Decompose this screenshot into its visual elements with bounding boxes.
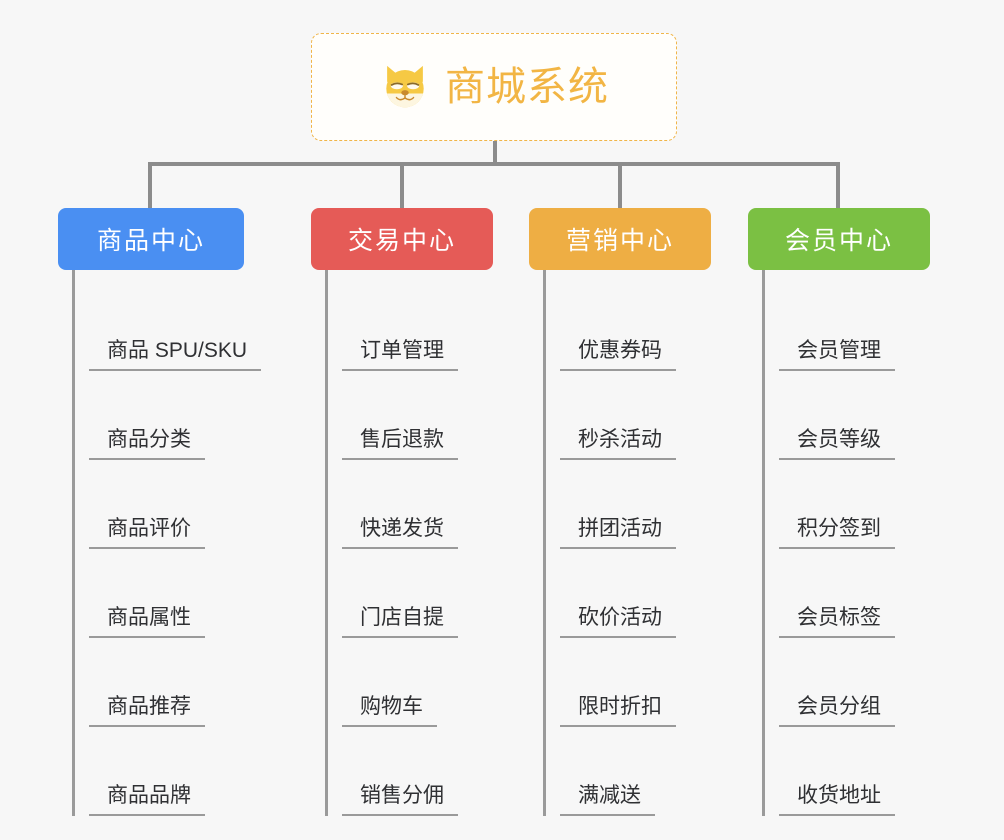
leaf-item[interactable]: 秒杀活动 [560,371,711,460]
leaf-label: 门店自提 [342,606,458,638]
leaf-item[interactable]: 门店自提 [342,549,493,638]
category-card-trade-center[interactable]: 交易中心 [311,208,493,270]
category-card-member-center[interactable]: 会员中心 [748,208,930,270]
leaf-item[interactable]: 商品分类 [89,371,261,460]
leaf-item[interactable]: 积分签到 [779,460,930,549]
leaf-label: 收货地址 [779,784,895,816]
root-node-title: 商城系统 [445,65,609,109]
leaf-item[interactable]: 商品属性 [89,549,261,638]
leaf-item[interactable]: 订单管理 [342,282,493,371]
branch-column-marketing: 营销中心 优惠券码 秒杀活动 拼团活动 砍价活动 限时折扣 满减送 [529,208,711,816]
branch-trunk-marketing: 优惠券码 秒杀活动 拼团活动 砍价活动 限时折扣 满减送 [543,270,711,816]
leaf-label: 商品分类 [89,428,205,460]
leaf-label: 商品 SPU/SKU [89,339,262,371]
category-title: 会员中心 [784,227,893,255]
branch-column-trade: 交易中心 订单管理 售后退款 快递发货 门店自提 购物车 销售分佣 [311,208,493,816]
leaf-item[interactable]: 限时折扣 [560,638,711,727]
category-card-product-center[interactable]: 商品中心 [58,208,244,270]
branch-column-product: 商品中心 商品 SPU/SKU 商品分类 商品评价 商品属性 商品推荐 商品品牌 [58,208,262,816]
leaf-item[interactable]: 商品品牌 [89,727,261,816]
leaf-label: 会员标签 [779,606,895,638]
connector-horizontal-bus [148,162,840,166]
branch-trunk-member: 会员管理 会员等级 积分签到 会员标签 会员分组 收货地址 [762,270,930,816]
leaf-item[interactable]: 会员分组 [779,638,930,727]
leaf-label: 销售分佣 [342,784,458,816]
connector-drop-4 [836,162,840,210]
leaf-label: 砍价活动 [560,606,676,638]
leaf-label: 商品品牌 [89,784,205,816]
leaf-label: 积分签到 [779,517,895,549]
leaf-label: 订单管理 [342,339,458,371]
branch-trunk-product: 商品 SPU/SKU 商品分类 商品评价 商品属性 商品推荐 商品品牌 [72,270,262,816]
shiba-dog-face-icon [386,65,424,109]
connector-root-stem [493,141,497,165]
leaf-item[interactable]: 快递发货 [342,460,493,549]
leaf-label: 商品属性 [89,606,205,638]
connector-drop-2 [400,162,404,210]
leaf-label: 限时折扣 [560,695,676,727]
leaf-label: 会员分组 [779,695,895,727]
leaf-label: 会员等级 [779,428,895,460]
leaf-label: 秒杀活动 [560,428,676,460]
leaf-label: 售后退款 [342,428,458,460]
leaf-item[interactable]: 售后退款 [342,371,493,460]
leaf-item[interactable]: 收货地址 [779,727,930,816]
leaf-item[interactable]: 砍价活动 [560,549,711,638]
leaf-label: 商品评价 [89,517,205,549]
leaf-item[interactable]: 会员标签 [779,549,930,638]
leaf-label: 快递发货 [342,517,458,549]
category-title: 营销中心 [565,227,674,255]
leaf-item[interactable]: 满减送 [560,727,711,816]
leaf-item[interactable]: 销售分佣 [342,727,493,816]
leaf-item[interactable]: 会员管理 [779,282,930,371]
branch-trunk-trade: 订单管理 售后退款 快递发货 门店自提 购物车 销售分佣 [325,270,493,816]
leaf-item[interactable]: 优惠券码 [560,282,711,371]
category-title: 交易中心 [347,227,456,255]
leaf-label: 购物车 [342,695,437,727]
leaf-item[interactable]: 会员等级 [779,371,930,460]
category-card-marketing-center[interactable]: 营销中心 [529,208,711,270]
leaf-item[interactable]: 商品 SPU/SKU [89,282,262,371]
branch-column-member: 会员中心 会员管理 会员等级 积分签到 会员标签 会员分组 收货地址 [748,208,930,816]
leaf-label: 会员管理 [779,339,895,371]
leaf-label: 优惠券码 [560,339,676,371]
connector-drop-3 [618,162,622,210]
leaf-item[interactable]: 商品推荐 [89,638,261,727]
leaf-item[interactable]: 商品评价 [89,460,261,549]
leaf-item[interactable]: 购物车 [342,638,493,727]
leaf-label: 满减送 [560,784,655,816]
connector-drop-1 [148,162,152,210]
leaf-item[interactable]: 拼团活动 [560,460,711,549]
leaf-label: 商品推荐 [89,695,205,727]
leaf-label: 拼团活动 [560,517,676,549]
root-node-shop-system[interactable]: 商城系统 [311,33,677,141]
category-title: 商品中心 [96,227,205,255]
